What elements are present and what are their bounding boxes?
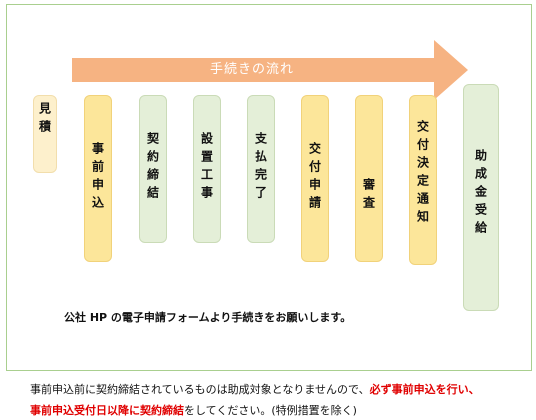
step-label: 助成金受給 [473,149,488,239]
step-joseikin-jukyu: 助成金受給 [463,84,499,311]
footer-line-2: 事前申込受付日以降に契約締結をしてください。(特例措置を除く) [30,402,357,418]
application-note: 公社 HP の電子申請フォームより手続きをお願いします。 [64,311,352,324]
flow-arrow [72,40,468,100]
footer-plain-text: 事前申込前に契約締結されているものは助成対象となりませんので、 [30,383,370,396]
step-mitsumori: 見積 [33,95,57,173]
footer-line-1: 事前申込前に契約締結されているものは助成対象となりませんので、必ず事前申込を行い… [30,381,480,397]
step-koufu-kettei-tsuchi: 交付決定通知 [409,95,437,265]
flow-label: 手続きの流れ [209,62,294,77]
step-koufu-shinsei: 交付申請 [301,95,329,262]
step-setchi-kouji: 設置工事 [193,95,221,243]
step-label: 支払完了 [253,132,268,204]
footer-emphasis-text: 事前申込受付日以降に契約締結 [30,404,184,417]
step-shinsa: 審査 [355,95,383,262]
footer-plain-text: をしてください。(特例措置を除く) [184,404,357,417]
step-shiharai-kanryou: 支払完了 [247,95,275,243]
step-label: 契約締結 [145,132,160,204]
step-keiyaku-teiketsu: 契約締結 [139,95,167,243]
step-label: 事前申込 [90,142,105,214]
step-label: 交付申請 [307,142,322,214]
footer-emphasis-text: 必ず事前申込を行い、 [369,383,480,396]
step-jizen-moushikomi: 事前申込 [84,95,112,262]
step-label: 見積 [37,102,52,138]
step-label: 設置工事 [199,132,214,204]
step-label: 審査 [361,178,376,214]
step-label: 交付決定通知 [415,120,430,228]
